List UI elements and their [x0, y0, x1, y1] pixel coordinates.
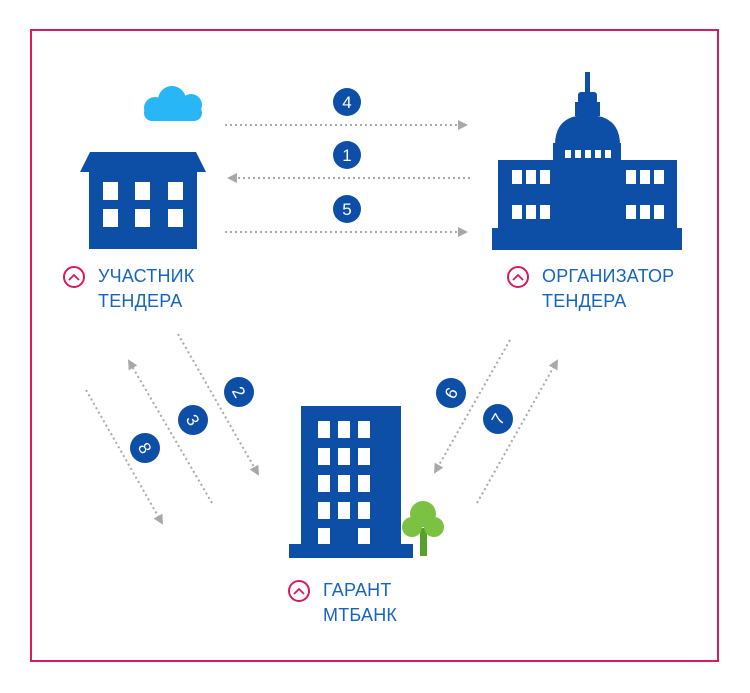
step-badge-8: 8 — [130, 433, 160, 463]
step-badge-7: 7 — [483, 404, 513, 434]
svg-text:4: 4 — [342, 93, 351, 112]
organizer-label: ОРГАНИЗАТОР ТЕНДЕРА — [507, 264, 674, 314]
step-badge-5: 5 — [333, 195, 361, 223]
step-badge-4: 4 — [333, 88, 361, 116]
arrow-step-7 — [476, 359, 558, 504]
svg-text:5: 5 — [342, 200, 351, 219]
arrow-step-6 — [434, 339, 511, 474]
guarantor-label-line1: ГАРАНТ — [323, 580, 392, 600]
svg-text:1: 1 — [342, 146, 351, 165]
house-icon — [80, 152, 206, 249]
office-tower-icon — [289, 406, 413, 558]
arrow-step-2 — [177, 333, 259, 476]
step-badge-1: 1 — [333, 141, 361, 169]
guarantor-label-line2: МТБАНК — [323, 605, 398, 625]
capitol-icon — [492, 72, 682, 250]
participant-label-line1: УЧАСТНИК — [98, 266, 195, 286]
diagram-frame — [30, 29, 719, 662]
step-badge-3: 3 — [178, 405, 208, 435]
cloud-icon — [144, 86, 202, 121]
step-badge-6: 6 — [436, 378, 466, 408]
guarantor-label: ГАРАНТ МТБАНК — [288, 578, 397, 628]
step-badge-2: 2 — [224, 377, 254, 407]
organizer-label-line2: ТЕНДЕРА — [542, 291, 627, 311]
organizer-label-line1: ОРГАНИЗАТОР — [542, 266, 675, 286]
chevron-up-icon[interactable] — [507, 266, 529, 288]
chevron-up-icon[interactable] — [63, 266, 85, 288]
arrow-step-8 — [85, 389, 163, 525]
participant-label: УЧАСТНИК ТЕНДЕРА — [63, 264, 194, 314]
chevron-up-icon[interactable] — [288, 580, 310, 602]
tree-icon — [402, 501, 444, 556]
participant-label-line2: ТЕНДЕРА — [98, 291, 183, 311]
